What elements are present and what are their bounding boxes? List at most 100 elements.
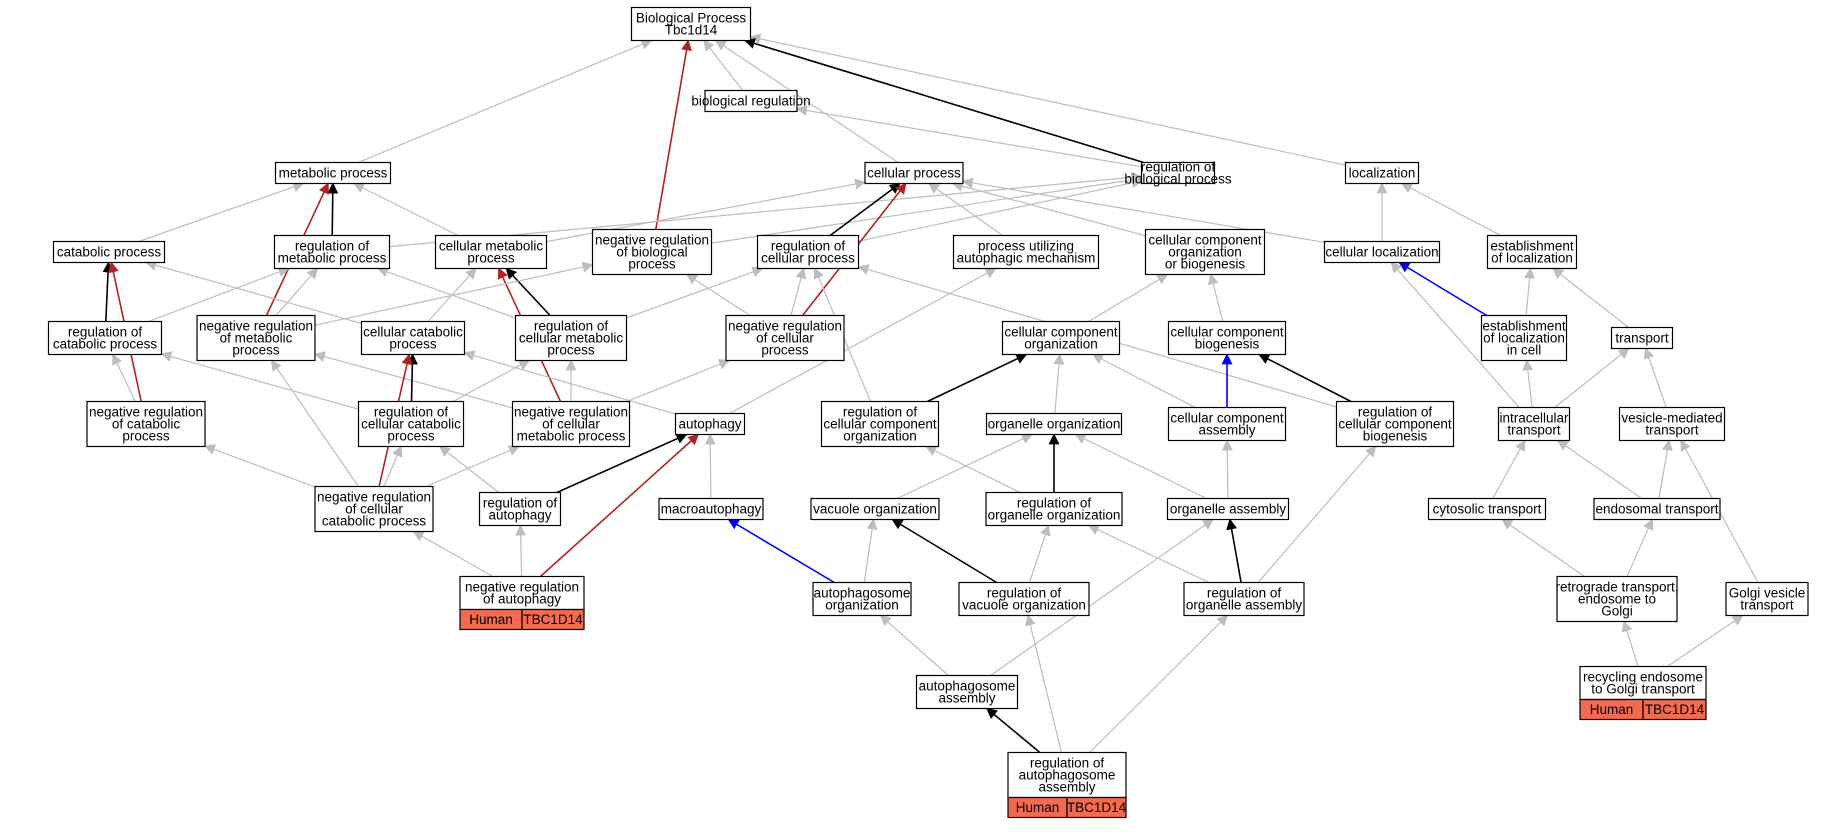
term-label-line: Tbc1d14 bbox=[665, 23, 718, 38]
term-label-line: regulation of bbox=[987, 586, 1062, 601]
go-term-local[interactable]: localization bbox=[1344, 161, 1420, 185]
go-term-macroauto[interactable]: macroautophagy bbox=[658, 497, 764, 521]
edge-ccob-to-cellproc bbox=[951, 180, 1146, 237]
term-box bbox=[985, 491, 1123, 527]
go-term-vacorg[interactable]: vacuole organization bbox=[810, 497, 940, 521]
term-box bbox=[630, 6, 752, 42]
term-label-line: biogenesis bbox=[1363, 429, 1428, 444]
term-label-line: to Golgi transport bbox=[1591, 682, 1695, 697]
go-term-celloc[interactable]: cellular localization bbox=[1323, 240, 1441, 264]
term-label-line: metabolic process bbox=[517, 429, 626, 444]
edge-regautophagosomeassembly-to-autophagosomeassembly bbox=[986, 707, 1041, 754]
term-box bbox=[674, 412, 746, 436]
edge-negregbio-to-bp bbox=[655, 39, 692, 230]
term-label-line: in cell bbox=[1507, 343, 1542, 358]
term-label-line: cellular component bbox=[1170, 325, 1284, 340]
go-term-orgassembly[interactable]: organelle assembly bbox=[1166, 497, 1290, 521]
edge-retrograde-to-cytotrans bbox=[1501, 518, 1585, 577]
edge-autophagosomeassembly-to-autophagosomeorg bbox=[879, 614, 949, 676]
go-term-endotrans[interactable]: endosomal transport bbox=[1593, 497, 1721, 521]
go-term-cellproc[interactable]: cellular process bbox=[864, 161, 964, 185]
edge-autophagosomeorg-to-vacorg bbox=[863, 518, 878, 583]
go-term-catab[interactable]: catabolic process bbox=[52, 240, 166, 264]
term-box bbox=[1480, 314, 1568, 362]
go-term-cytotrans[interactable]: cytosolic transport bbox=[1427, 497, 1547, 521]
edge-regcellmetab-to-regcell bbox=[626, 266, 764, 319]
edge-vesmed-to-transport bbox=[1643, 347, 1667, 408]
edge-autophagy-to-procauto bbox=[729, 267, 997, 415]
term-box bbox=[1140, 161, 1216, 185]
term-box bbox=[1144, 228, 1266, 276]
edge-negregmetab-to-negregbio bbox=[314, 261, 594, 326]
edge-orgassembly-to-ccassembly bbox=[1221, 439, 1233, 499]
term-box bbox=[47, 320, 163, 356]
go-term-bioreg[interactable]: biological regulation bbox=[691, 89, 811, 113]
gene-badge bbox=[521, 608, 585, 631]
term-label-line: regulation of bbox=[843, 405, 918, 420]
edge-regauto-to-autophagy bbox=[556, 433, 688, 494]
term-label-line: recycling endosome bbox=[1583, 670, 1703, 685]
term-label-line: negative regulation bbox=[317, 490, 431, 505]
edge-cellmetab-to-metab bbox=[353, 182, 459, 237]
go-term-autophagy[interactable]: autophagy bbox=[674, 412, 746, 436]
edge-regbio-to-bioreg bbox=[795, 105, 1142, 168]
term-box bbox=[958, 581, 1090, 617]
term-box bbox=[86, 400, 206, 448]
go-term-metab[interactable]: metabolic process bbox=[274, 161, 392, 185]
term-label-line: cellular component bbox=[1170, 411, 1284, 426]
edge-celloc-to-cellproc bbox=[961, 177, 1325, 243]
term-box bbox=[1167, 406, 1287, 442]
edge-regbio-to-bp bbox=[743, 38, 1144, 164]
go-term-orgorg[interactable]: organelle organization bbox=[985, 412, 1123, 436]
edge-autophagosomeorg-to-macroauto bbox=[727, 518, 835, 584]
term-label-line: cellular component bbox=[1338, 417, 1452, 432]
edge-regmetab-to-metab bbox=[327, 182, 339, 236]
term-label-line: organization bbox=[1024, 337, 1098, 352]
go-term-transport[interactable]: transport bbox=[1610, 326, 1674, 350]
term-label-line: of catabolic bbox=[112, 417, 181, 432]
term-label-line: localization bbox=[1349, 166, 1416, 181]
edge-regcell-to-regbio bbox=[858, 177, 1143, 242]
term-label-line: cellular metabolic bbox=[519, 331, 624, 346]
edge-recycling-to-golgives bbox=[1667, 614, 1744, 667]
term-label-line: of autophagy bbox=[483, 592, 561, 607]
